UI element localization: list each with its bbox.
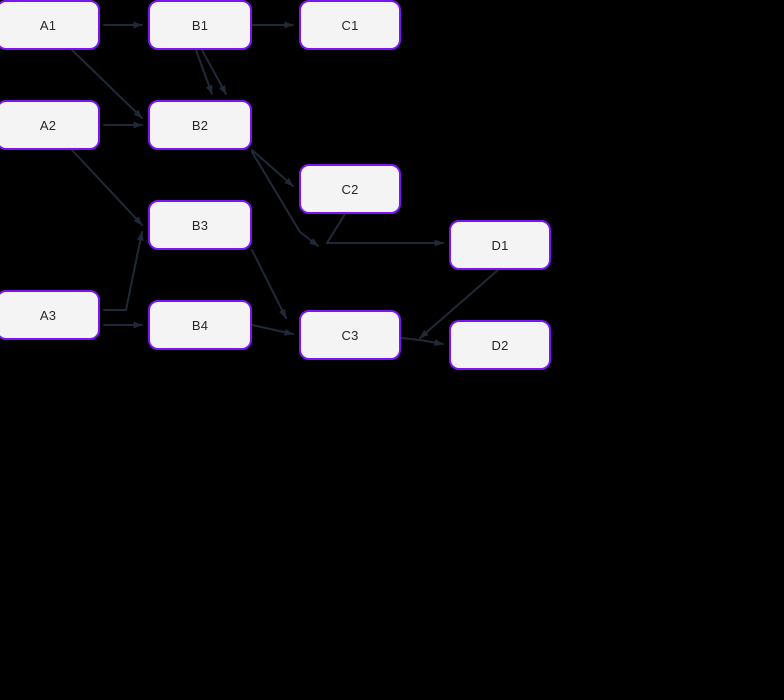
edge-A2-to-B3 [71, 149, 143, 226]
node-d2[interactable]: D2 [449, 320, 551, 370]
node-a3[interactable]: A3 [0, 290, 100, 340]
node-label: D2 [491, 337, 509, 353]
edge-C3-to-D2 [400, 337, 444, 346]
node-label: B2 [191, 117, 209, 133]
edge-A3-to-B3 [103, 231, 144, 311]
edge-C2-to-D1 [326, 213, 444, 247]
node-label: A3 [39, 307, 57, 323]
edge-A1-to-B2 [71, 49, 143, 119]
edges-group [71, 21, 499, 346]
node-b3[interactable]: B3 [148, 200, 252, 250]
node-c2[interactable]: C2 [299, 164, 401, 214]
node-label: C2 [341, 181, 359, 197]
node-b4[interactable]: B4 [148, 300, 252, 350]
edge-D1-to-D2 [419, 269, 499, 339]
edge-B1-to-B2 [201, 49, 227, 95]
node-b1[interactable]: B1 [148, 0, 252, 50]
edge-B2-to-C3 [251, 151, 319, 247]
node-a2[interactable]: A2 [0, 100, 100, 150]
node-label: C1 [341, 17, 359, 33]
edge-B2-to-C2 [251, 149, 294, 187]
edge-B4-to-C3 [251, 324, 294, 336]
node-label: B1 [191, 17, 209, 33]
node-d1[interactable]: D1 [449, 220, 551, 270]
node-label: B4 [191, 317, 209, 333]
node-label: B3 [191, 217, 209, 233]
node-label: A1 [39, 17, 57, 33]
node-a1[interactable]: A1 [0, 0, 100, 50]
node-label: C3 [341, 327, 359, 343]
edge-B1-to-B2 [195, 49, 213, 95]
node-label: A2 [39, 117, 57, 133]
node-c3[interactable]: C3 [299, 310, 401, 360]
node-label: D1 [491, 237, 509, 253]
node-b2[interactable]: B2 [148, 100, 252, 150]
node-c1[interactable]: C1 [299, 0, 401, 50]
edge-B3-to-C3 [251, 249, 287, 319]
